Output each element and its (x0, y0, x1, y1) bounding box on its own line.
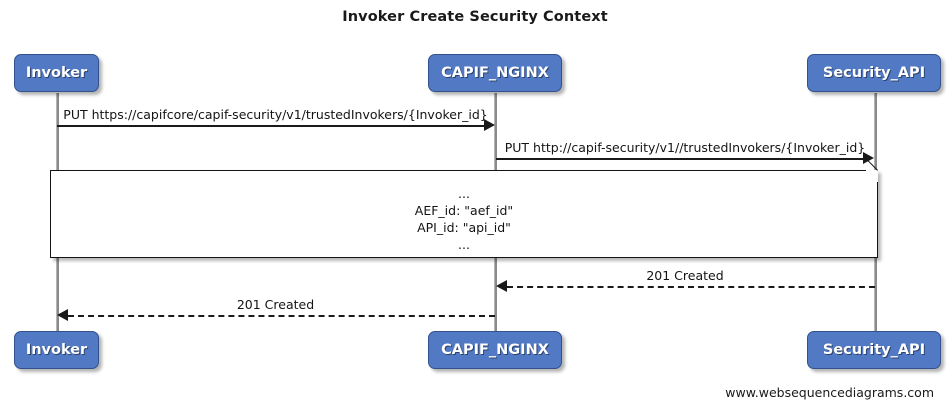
note-line: ... (458, 186, 470, 201)
message-line-m4 (68, 315, 495, 317)
message-label-m4: 201 Created (236, 297, 315, 312)
message-line-m3 (507, 286, 875, 288)
participant-invoker-top[interactable]: Invoker (14, 54, 99, 92)
note-fold-corner-icon (866, 170, 878, 182)
watermark-text: www.websequencediagrams.com (725, 385, 934, 400)
diagram-title: Invoker Create Security Context (342, 9, 608, 25)
message-line-m1 (57, 125, 485, 127)
message-arrowhead-m2 (863, 152, 874, 164)
message-arrowhead-m3 (496, 280, 507, 292)
note-line: AEF_id: "aef_id" (414, 203, 514, 218)
participant-label: Security_API (822, 65, 926, 81)
participant-security-api-top[interactable]: Security_API (807, 54, 941, 92)
message-arrowhead-m1 (484, 119, 495, 131)
note-line: ... (458, 237, 470, 252)
participant-label: CAPIF_NGINX (441, 342, 549, 358)
participant-label: Invoker (25, 342, 88, 358)
note-box: ... AEF_id: "aef_id" API_id: "api_id" ..… (50, 157, 878, 258)
participant-label: CAPIF_NGINX (441, 65, 549, 81)
note-content: ... AEF_id: "aef_id" API_id: "api_id" ..… (51, 185, 877, 253)
participant-invoker-bottom[interactable]: Invoker (14, 331, 99, 369)
participant-label: Security_API (822, 342, 926, 358)
note-line: API_id: "api_id" (417, 220, 511, 235)
participant-capif-nginx-top[interactable]: CAPIF_NGINX (428, 54, 562, 92)
message-label-m2: PUT http://capif-security/v1//trustedInv… (504, 140, 866, 155)
message-arrowhead-m4 (57, 309, 68, 321)
message-label-m3: 201 Created (646, 268, 724, 283)
participant-security-api-bottom[interactable]: Security_API (807, 331, 941, 369)
participant-label: Invoker (25, 65, 88, 81)
message-label-m1: PUT https://capifcore/capif-security/v1/… (63, 107, 488, 122)
message-line-m2 (496, 158, 864, 160)
participant-capif-nginx-bottom[interactable]: CAPIF_NGINX (428, 331, 562, 369)
